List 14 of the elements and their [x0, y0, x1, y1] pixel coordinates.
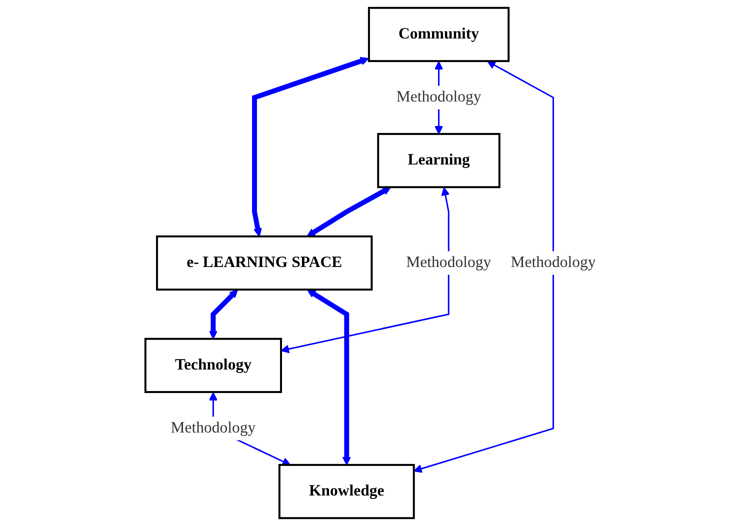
arrow [252, 56, 370, 237]
edge-label: Methodology [511, 254, 596, 271]
node-box: Knowledge [278, 464, 416, 520]
arrow [209, 289, 238, 340]
arrow [281, 187, 450, 354]
node-box: e- LEARNING SPACE [156, 235, 374, 291]
arrow [307, 289, 352, 466]
node-box: Community [368, 6, 510, 62]
edge-label: Methodology [171, 420, 256, 436]
arrow [307, 186, 392, 237]
node-box: Technology [144, 338, 282, 394]
edge-label: Methodology [396, 88, 482, 106]
node-box: Learning [378, 132, 501, 188]
edge-label: Methodology [406, 254, 492, 271]
